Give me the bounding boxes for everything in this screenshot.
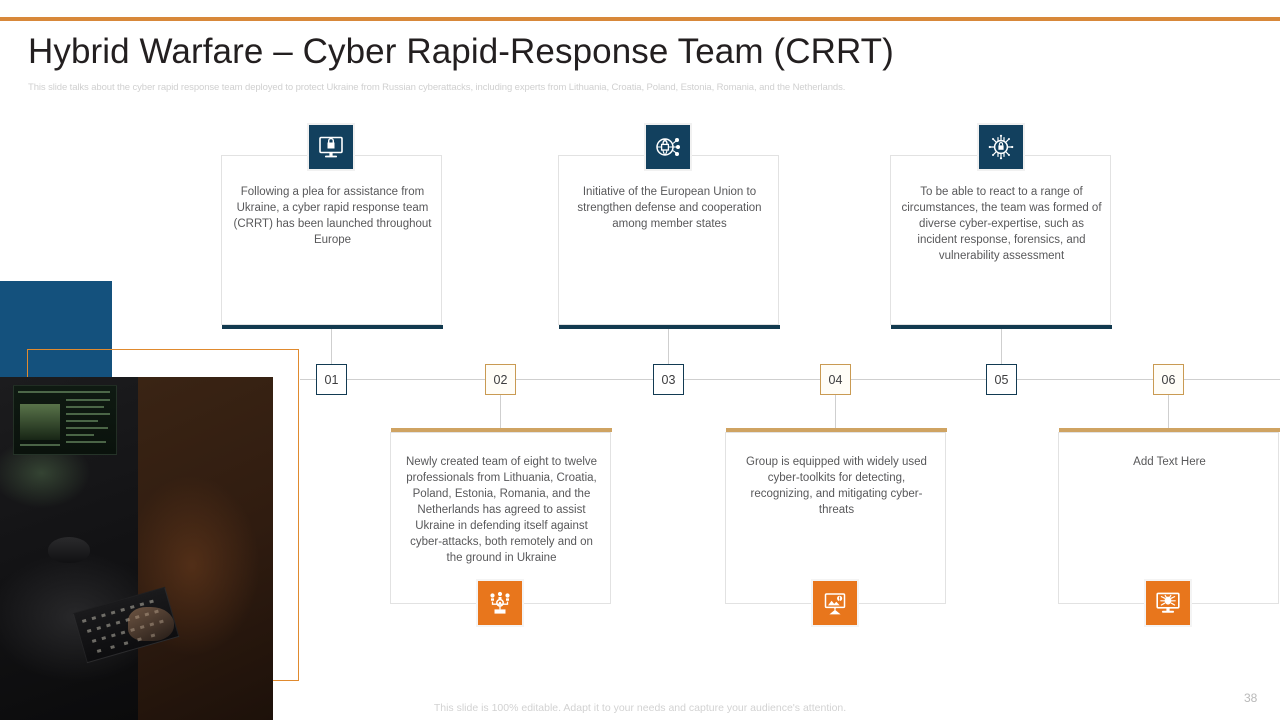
typing-hand (128, 607, 174, 641)
connector-01 (331, 329, 332, 364)
top-card-03-text: Initiative of the European Union to stre… (577, 186, 762, 230)
connector-04 (835, 395, 836, 428)
bottom-card-04[interactable]: Group is equipped with widely used cyber… (725, 428, 947, 604)
card-top-rule (391, 428, 612, 432)
page-number: 38 (1244, 691, 1258, 705)
team-network-icon (476, 579, 524, 627)
bottom-card-06[interactable]: Add Text Here (1058, 428, 1280, 604)
monitor-alert-icon (811, 579, 859, 627)
card-bottom-rule (559, 325, 780, 329)
bottom-card-02[interactable]: Newly created team of eight to twelve pr… (390, 428, 612, 604)
connector-05 (1001, 329, 1002, 364)
timeline-marker-04[interactable]: 04 (820, 364, 851, 395)
cyber-workstation-photo (0, 377, 273, 720)
card-top-rule (1059, 428, 1280, 432)
top-card-01[interactable]: Following a plea for assistance from Ukr… (221, 155, 443, 329)
timeline-axis (300, 379, 1280, 380)
card-bottom-rule (222, 325, 443, 329)
connector-03 (668, 329, 669, 364)
monitor-bug-icon (1144, 579, 1192, 627)
bottom-card-02-text: Newly created team of eight to twelve pr… (405, 456, 598, 564)
monitor-lock-icon (307, 123, 355, 171)
timeline-marker-03[interactable]: 03 (653, 364, 684, 395)
timeline-marker-06[interactable]: 06 (1153, 364, 1184, 395)
page-subtitle: This slide talks about the cyber rapid r… (28, 82, 846, 93)
decor-navy-block (0, 281, 112, 378)
connector-02 (500, 395, 501, 428)
photo-right-half (138, 377, 273, 720)
card-bottom-rule (891, 325, 1112, 329)
global-network-lock-icon (644, 123, 692, 171)
timeline-marker-05[interactable]: 05 (986, 364, 1017, 395)
connector-06 (1168, 395, 1169, 428)
bottom-card-06-text: Add Text Here (1133, 456, 1206, 468)
computer-mouse (48, 537, 90, 563)
bottom-card-04-text: Group is equipped with widely used cyber… (746, 456, 927, 516)
monitor-screen (13, 385, 117, 455)
chip-lock-icon (977, 123, 1025, 171)
page-title: Hybrid Warfare – Cyber Rapid-Response Te… (28, 32, 894, 71)
top-card-05-text: To be able to react to a range of circum… (901, 186, 1102, 262)
timeline-marker-02[interactable]: 02 (485, 364, 516, 395)
card-top-rule (726, 428, 947, 432)
top-card-03[interactable]: Initiative of the European Union to stre… (558, 155, 780, 329)
timeline-marker-01[interactable]: 01 (316, 364, 347, 395)
screen-image (20, 404, 60, 440)
top-card-01-text: Following a plea for assistance from Ukr… (233, 186, 432, 246)
top-card-05[interactable]: To be able to react to a range of circum… (890, 155, 1112, 329)
footer-note: This slide is 100% editable. Adapt it to… (433, 702, 847, 714)
top-accent-bar (0, 17, 1280, 21)
